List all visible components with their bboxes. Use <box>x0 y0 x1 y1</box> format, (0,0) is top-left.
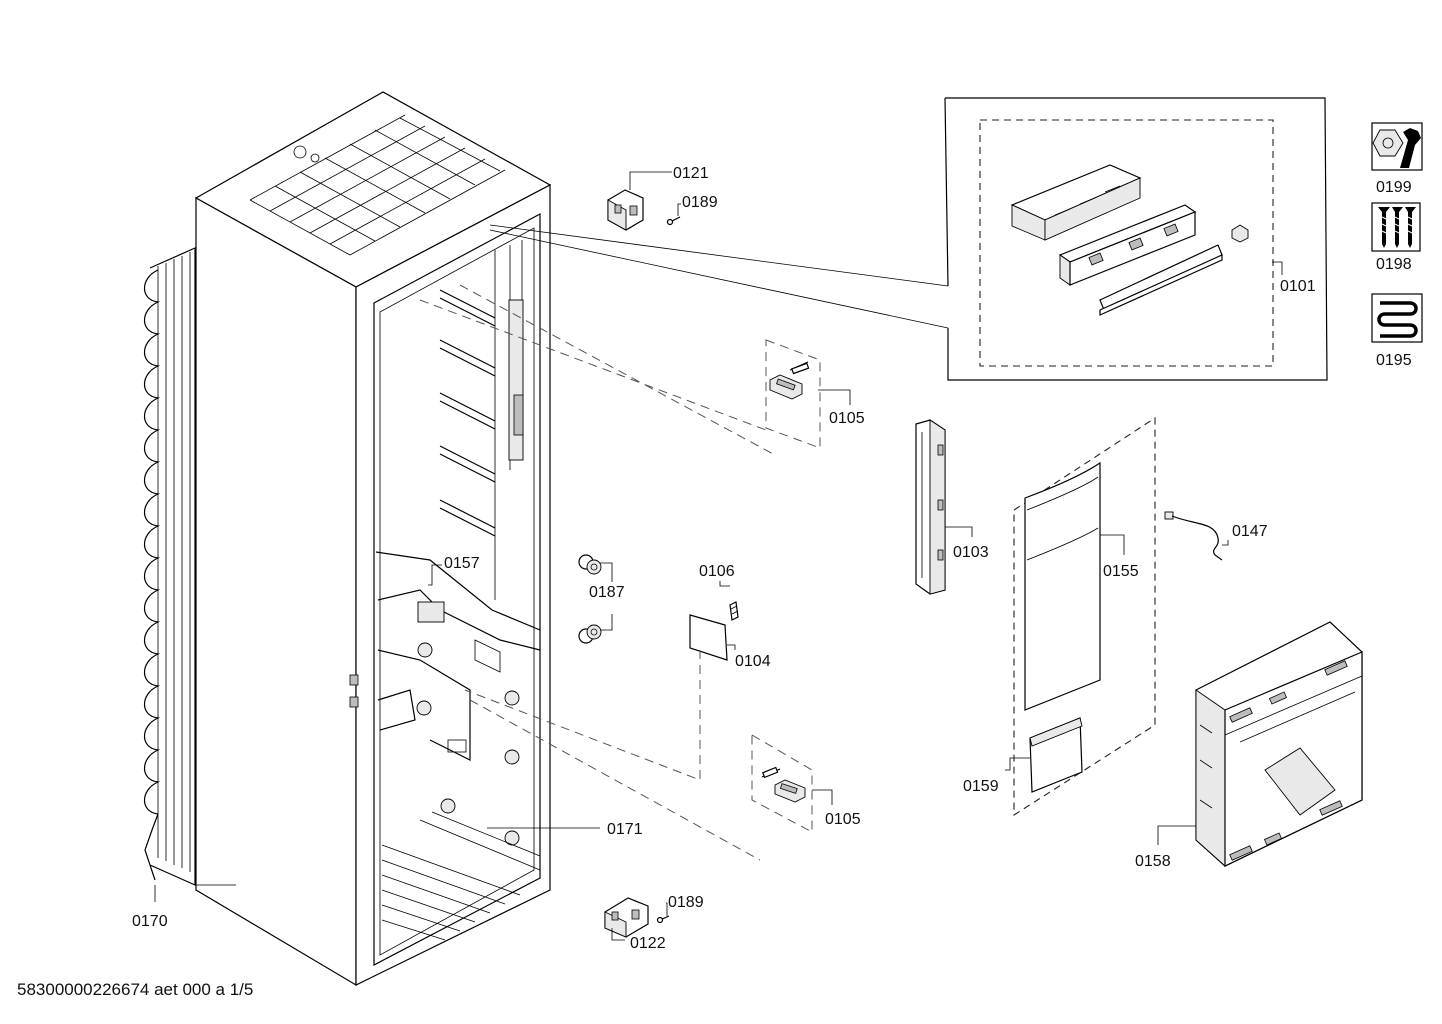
detail-leader <box>489 224 949 329</box>
label-0170: 0170 <box>132 913 168 930</box>
leader-0157 <box>428 564 442 586</box>
door-panel-group <box>1013 416 1156 817</box>
door-handle-strip <box>915 419 946 595</box>
leader-0106 <box>719 581 730 587</box>
label-0159: 0159 <box>963 778 999 795</box>
small-clip <box>729 601 739 621</box>
label-0158: 0158 <box>1135 853 1171 870</box>
leader-0158 <box>1157 825 1196 845</box>
tube-coil-icon <box>1371 293 1423 343</box>
leader-0121 <box>629 171 672 190</box>
label-0157: 0157 <box>444 555 480 572</box>
leader-0103 <box>945 526 973 537</box>
light-switch-lower <box>469 699 813 861</box>
screw-icon <box>656 915 670 924</box>
label-0105-upper: 0105 <box>829 410 865 427</box>
leader-0105-lower <box>812 789 833 805</box>
control-module-box <box>944 97 1328 381</box>
label-0198: 0198 <box>1376 256 1412 273</box>
leader-0170 <box>154 884 236 902</box>
label-0106: 0106 <box>699 563 735 580</box>
label-0121: 0121 <box>673 165 709 182</box>
leader-0147 <box>1222 540 1229 546</box>
label-0105-lower: 0105 <box>825 811 861 828</box>
label-0147: 0147 <box>1232 523 1268 540</box>
cabinet <box>194 91 552 987</box>
leader-0187 <box>600 562 613 631</box>
label-0171: 0171 <box>607 821 643 838</box>
leader-0105-upper <box>818 389 851 405</box>
leader-0104 <box>727 644 736 650</box>
label-0189-bottom: 0189 <box>668 894 704 911</box>
light-switch-upper <box>419 284 821 456</box>
label-0103: 0103 <box>953 544 989 561</box>
leader-0122 <box>611 928 625 941</box>
label-0199: 0199 <box>1376 179 1412 196</box>
label-0189-top: 0189 <box>682 194 718 211</box>
screws-icon <box>1371 202 1421 252</box>
label-0187: 0187 <box>589 584 625 601</box>
top-hinge-bracket <box>607 189 644 231</box>
bottom-hinge-bracket <box>604 897 649 938</box>
label-0101: 0101 <box>1280 278 1316 295</box>
label-0195: 0195 <box>1376 352 1412 369</box>
leader-0159 <box>1005 757 1030 771</box>
kit-0195: 0195 <box>1371 293 1423 369</box>
leader-0189-top <box>677 203 681 216</box>
screw-icon <box>666 216 681 226</box>
label-0155: 0155 <box>1103 563 1139 580</box>
main-control-board <box>1195 621 1363 868</box>
kit-0199: 0199 <box>1371 122 1423 196</box>
adjustable-foot-lower <box>578 624 602 644</box>
cover-plate <box>689 614 728 661</box>
nut-and-wrench-icon <box>1371 122 1423 171</box>
leader-0101 <box>1272 261 1283 275</box>
adjustable-foot-upper <box>578 554 602 575</box>
leader-0155 <box>1100 534 1125 555</box>
leader-0189-bottom <box>666 902 668 916</box>
kit-0198: 0198 <box>1371 202 1421 273</box>
label-0122: 0122 <box>630 935 666 952</box>
condenser-coil <box>143 247 196 886</box>
drawing-reference-footer: 58300000226674 aet 000 a 1/5 <box>17 980 254 999</box>
label-0104: 0104 <box>735 653 771 670</box>
temperature-sensor <box>1164 511 1223 561</box>
